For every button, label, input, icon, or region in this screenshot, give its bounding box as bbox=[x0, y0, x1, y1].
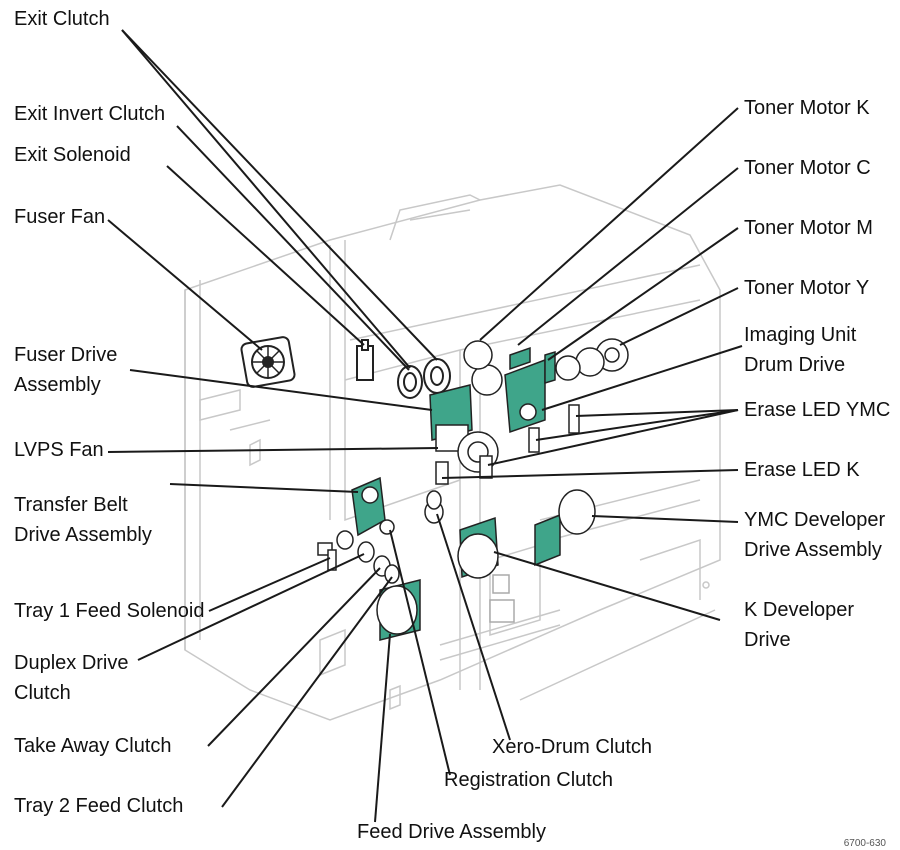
fuser-fan-part bbox=[241, 336, 296, 388]
label-xero-drum-clutch: Xero-Drum Clutch bbox=[492, 734, 652, 760]
label-exit-invert-clutch: Exit Invert Clutch bbox=[14, 101, 165, 127]
label-tray2-feed-clutch: Tray 2 Feed Clutch bbox=[14, 793, 183, 819]
label-toner-motor-m: Toner Motor M bbox=[744, 215, 873, 241]
label-ymc-developer-line1: YMC Developer bbox=[744, 507, 885, 533]
label-imaging-unit-line2: Drum Drive bbox=[744, 352, 845, 378]
label-transfer-belt-line1: Transfer Belt bbox=[14, 492, 128, 518]
label-imaging-unit-line1: Imaging Unit bbox=[744, 322, 856, 348]
label-duplex-line2: Clutch bbox=[14, 680, 71, 706]
label-k-developer-line1: K Developer bbox=[744, 597, 854, 623]
label-erase-led-k: Erase LED K bbox=[744, 457, 860, 483]
label-duplex-line1: Duplex Drive bbox=[14, 650, 128, 676]
figure-reference: 6700-630 bbox=[844, 838, 886, 849]
label-erase-led-ymc: Erase LED YMC bbox=[744, 397, 890, 423]
exit-solenoid-part bbox=[357, 340, 373, 380]
label-registration-clutch: Registration Clutch bbox=[444, 767, 613, 793]
leader-lines bbox=[108, 30, 742, 822]
label-transfer-belt-line2: Drive Assembly bbox=[14, 522, 152, 548]
label-fuser-drive-line2: Assembly bbox=[14, 372, 101, 398]
printer-outline bbox=[185, 185, 720, 720]
label-fuser-fan: Fuser Fan bbox=[14, 204, 105, 230]
label-toner-motor-c: Toner Motor C bbox=[744, 155, 871, 181]
label-toner-motor-k: Toner Motor K bbox=[744, 95, 870, 121]
label-exit-clutch: Exit Clutch bbox=[14, 6, 110, 32]
label-lvps-fan: LVPS Fan bbox=[14, 437, 104, 463]
label-ymc-developer-line2: Drive Assembly bbox=[744, 537, 882, 563]
label-fuser-drive-line1: Fuser Drive bbox=[14, 342, 117, 368]
drive-assemblies bbox=[318, 339, 628, 640]
label-exit-solenoid: Exit Solenoid bbox=[14, 142, 131, 168]
label-toner-motor-y: Toner Motor Y bbox=[744, 275, 869, 301]
label-tray1-feed-solenoid: Tray 1 Feed Solenoid bbox=[14, 598, 204, 624]
label-take-away-clutch: Take Away Clutch bbox=[14, 733, 172, 759]
label-k-developer-line2: Drive bbox=[744, 627, 791, 653]
label-feed-drive-assembly: Feed Drive Assembly bbox=[357, 819, 546, 845]
